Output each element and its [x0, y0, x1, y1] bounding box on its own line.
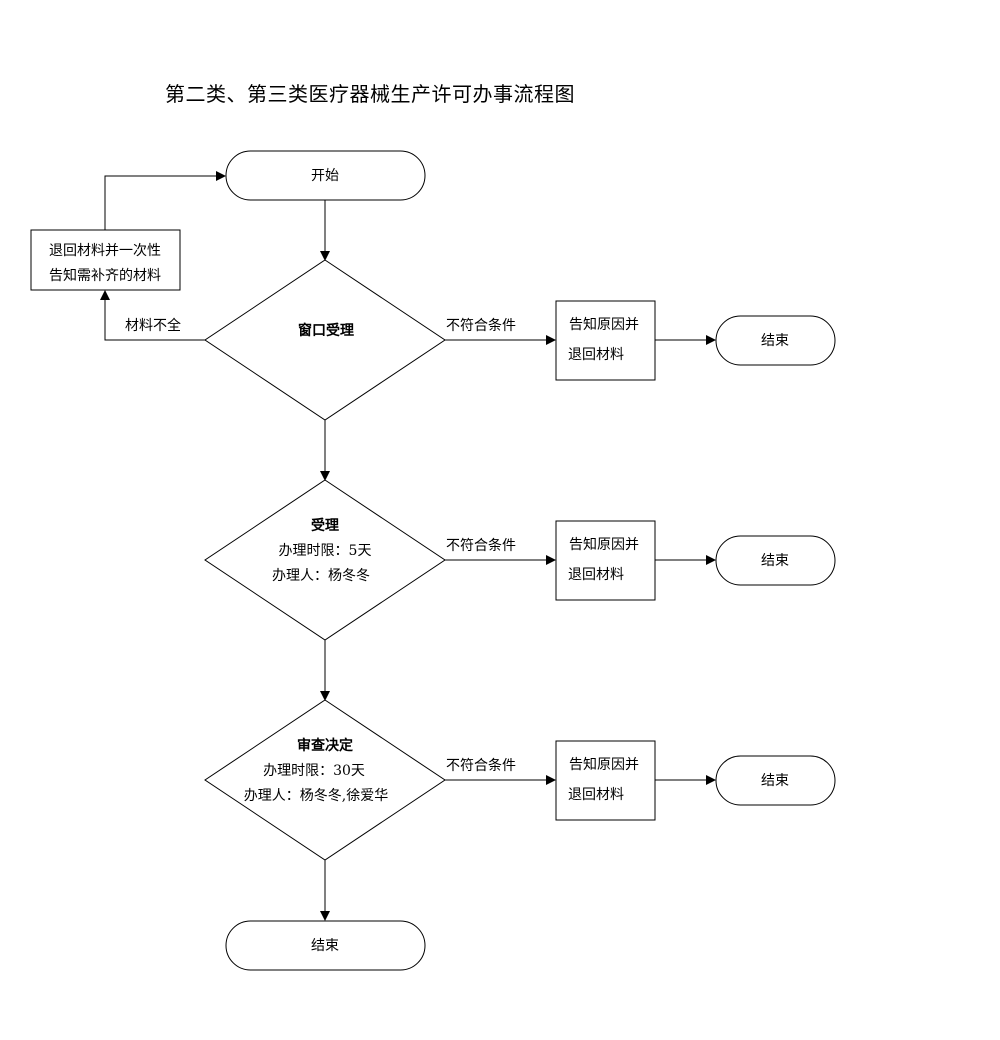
- start-label: 开始: [311, 168, 339, 184]
- return-materials-box: 退回材料并一次性 告知需补齐的材料: [30, 229, 181, 291]
- decision-window-acceptance: 窗口受理: [204, 259, 446, 421]
- notify-box-2: 告知原因并 退回材料: [555, 520, 656, 601]
- notify-box-3: 告知原因并 退回材料: [555, 740, 656, 821]
- reject-label-1: 不符合条件: [446, 317, 516, 334]
- incomplete-label: 材料不全: [125, 317, 181, 334]
- step2-time: 办理时限：5天: [279, 543, 372, 559]
- step3-time: 办理时限：30天: [263, 763, 365, 779]
- end-label-1: 结束: [761, 333, 789, 349]
- return-box-line2: 告知需补齐的材料: [49, 267, 161, 284]
- return-box-line1: 退回材料并一次性: [49, 243, 161, 259]
- end-label-2: 结束: [761, 553, 789, 569]
- reject-label-2: 不符合条件: [446, 537, 516, 554]
- step2-title: 受理: [311, 517, 339, 534]
- connector-incomplete: [100, 290, 205, 341]
- step3-person: 办理人：杨冬冬,徐爱华: [244, 788, 388, 804]
- step2-person: 办理人：杨冬冬: [272, 568, 370, 584]
- notify-box-3-line1: 告知原因并: [569, 756, 639, 773]
- connector-return-start: [104, 171, 226, 230]
- page-title: 第二类、第三类医疗器械生产许可办事流程图: [165, 82, 575, 106]
- end-terminal-2: 结束: [715, 535, 836, 586]
- notify-box-1-line1: 告知原因并: [569, 316, 639, 333]
- step1-title: 窗口受理: [298, 322, 354, 339]
- decision-review: 审查决定 办理时限：30天 办理人：杨冬冬,徐爱华: [204, 699, 446, 861]
- end-terminal-1: 结束: [715, 315, 836, 366]
- notify-box-2-line2: 退回材料: [568, 567, 624, 583]
- decision-acceptance: 受理 办理时限：5天 办理人：杨冬冬: [204, 479, 446, 641]
- end-terminal-final: 结束: [225, 920, 426, 971]
- end-label-3: 结束: [761, 773, 789, 789]
- end-label-final: 结束: [311, 938, 339, 954]
- end-terminal-3: 结束: [715, 755, 836, 806]
- step3-title: 审查决定: [297, 737, 353, 754]
- notify-box-2-line1: 告知原因并: [569, 536, 639, 553]
- notify-box-1-line2: 退回材料: [568, 347, 624, 363]
- notify-box-3-line2: 退回材料: [568, 787, 624, 803]
- notify-box-1: 告知原因并 退回材料: [555, 300, 656, 381]
- reject-label-3: 不符合条件: [446, 757, 516, 774]
- start-terminal: 开始: [225, 150, 426, 201]
